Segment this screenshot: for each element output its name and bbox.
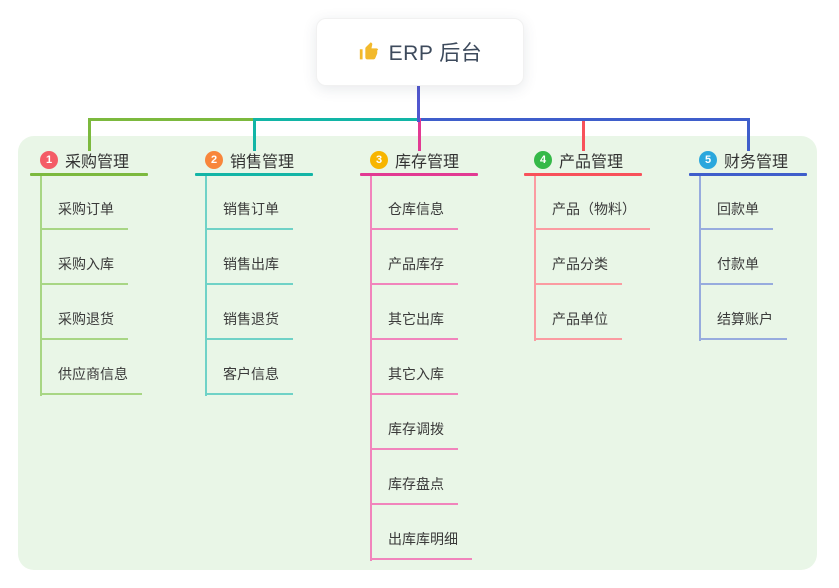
branch-title-underline — [30, 173, 148, 176]
node-item[interactable]: 客户信息 — [205, 365, 293, 395]
node-item[interactable]: 销售出库 — [205, 255, 293, 285]
branch-number-badge: 4 — [534, 151, 552, 169]
branch-title-underline — [195, 173, 313, 176]
branch-connector-line — [252, 118, 421, 121]
node-item[interactable]: 销售退货 — [205, 310, 293, 340]
branch-number-badge: 2 — [205, 151, 223, 169]
branch-connector-line — [746, 118, 750, 151]
thumbs-up-icon — [358, 41, 380, 63]
subtree-connector-line — [370, 176, 372, 561]
node-item[interactable]: 产品库存 — [370, 255, 458, 285]
node-item[interactable]: 库存调拨 — [370, 420, 458, 450]
branch-connector-line — [417, 118, 421, 151]
branch-connector-line — [252, 118, 256, 151]
node-item[interactable]: 其它入库 — [370, 365, 458, 395]
node-item[interactable]: 产品（物料） — [534, 200, 650, 230]
branch-label: 采购管理 — [65, 154, 130, 171]
branch-title-underline — [689, 173, 807, 176]
branch-title-3[interactable]: 3 库存管理 — [370, 149, 459, 171]
subtree-connector-line — [699, 176, 701, 341]
branch-title-underline — [360, 173, 478, 176]
node-item[interactable]: 产品分类 — [534, 255, 622, 285]
branch-number-badge: 1 — [40, 151, 58, 169]
subtree-connector-line — [205, 176, 207, 396]
root-node[interactable]: ERP 后台 — [316, 18, 524, 86]
node-item[interactable]: 采购入库 — [40, 255, 128, 285]
node-item[interactable]: 出库库明细 — [370, 530, 472, 560]
branch-title-4[interactable]: 4 产品管理 — [534, 149, 623, 171]
branch-title-underline — [524, 173, 642, 176]
branches-panel — [18, 136, 817, 570]
root-label: ERP 后台 — [388, 42, 483, 65]
branch-title-2[interactable]: 2 销售管理 — [205, 149, 294, 171]
node-item[interactable]: 库存盘点 — [370, 475, 458, 505]
branch-connector-line — [581, 118, 585, 151]
node-item[interactable]: 采购退货 — [40, 310, 128, 340]
branch-connector-line — [87, 118, 91, 151]
branch-label: 销售管理 — [230, 154, 295, 171]
node-item[interactable]: 产品单位 — [534, 310, 622, 340]
node-item[interactable]: 付款单 — [699, 255, 773, 285]
branch-number-badge: 5 — [699, 151, 717, 169]
branch-number-badge: 3 — [370, 151, 388, 169]
branch-label: 库存管理 — [395, 154, 460, 171]
subtree-connector-line — [534, 176, 536, 341]
node-item[interactable]: 回款单 — [699, 200, 773, 230]
node-item[interactable]: 仓库信息 — [370, 200, 458, 230]
branch-label: 产品管理 — [559, 154, 624, 171]
node-item[interactable]: 销售订单 — [205, 200, 293, 230]
node-item[interactable]: 采购订单 — [40, 200, 128, 230]
node-item[interactable]: 其它出库 — [370, 310, 458, 340]
subtree-connector-line — [40, 176, 42, 396]
root-connector-line — [417, 84, 420, 122]
node-item[interactable]: 供应商信息 — [40, 365, 142, 395]
branch-title-5[interactable]: 5 财务管理 — [699, 149, 788, 171]
node-item[interactable]: 结算账户 — [699, 310, 787, 340]
branch-label: 财务管理 — [724, 154, 789, 171]
branch-connector-line — [417, 118, 750, 121]
branch-title-1[interactable]: 1 采购管理 — [40, 149, 129, 171]
